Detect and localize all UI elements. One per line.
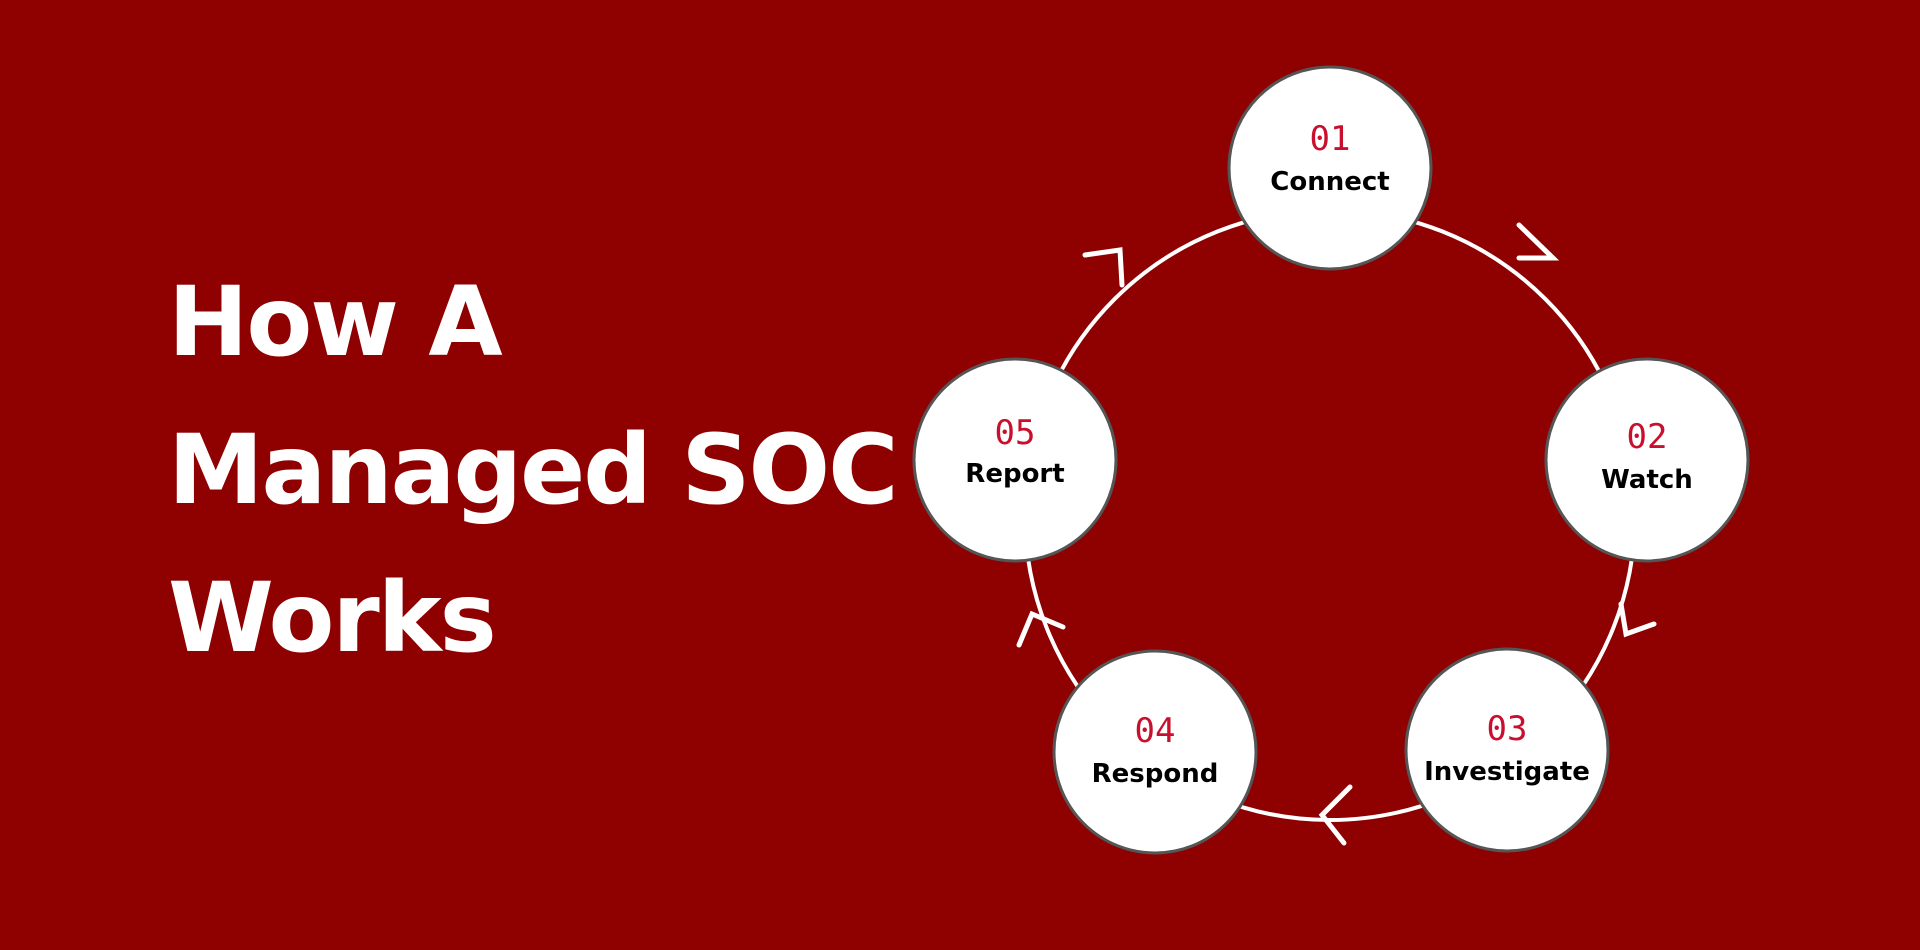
- arrows: [1016, 222, 1657, 846]
- step-circle: [1404, 647, 1610, 853]
- step-number: 05: [995, 413, 1036, 453]
- step-investigate: 03 Investigate: [1404, 647, 1610, 853]
- title-line-3: Works: [168, 562, 497, 674]
- step-circle: [912, 357, 1118, 563]
- page-title: How A Managed SOC Works: [168, 248, 899, 692]
- step-respond: 04 Respond: [1052, 649, 1258, 855]
- step-number: 03: [1487, 709, 1528, 749]
- step-circle: [1227, 65, 1433, 271]
- step-connect: 01 Connect: [1227, 65, 1433, 271]
- title-line-2: Managed SOC: [168, 414, 899, 526]
- arrow-report-to-connect-icon: [1082, 247, 1125, 288]
- arrow-watch-to-investigate-icon: [1618, 601, 1657, 638]
- arrow-investigate-to-respond-icon: [1318, 784, 1353, 846]
- title-line-1: How A: [168, 266, 503, 378]
- step-label: Watch: [1601, 465, 1693, 495]
- step-circle: [1544, 357, 1750, 563]
- step-number: 02: [1627, 417, 1668, 457]
- step-label: Connect: [1270, 167, 1389, 197]
- step-label: Investigate: [1424, 757, 1590, 787]
- step-number: 04: [1135, 711, 1176, 751]
- step-number: 01: [1310, 119, 1351, 159]
- step-report: 05 Report: [912, 357, 1118, 563]
- arrow-connect-to-watch-icon: [1516, 222, 1560, 261]
- step-label: Respond: [1092, 759, 1219, 789]
- step-label: Report: [965, 459, 1064, 489]
- step-circle: [1052, 649, 1258, 855]
- step-watch: 02 Watch: [1544, 357, 1750, 563]
- arrow-respond-to-report-icon: [1016, 610, 1066, 648]
